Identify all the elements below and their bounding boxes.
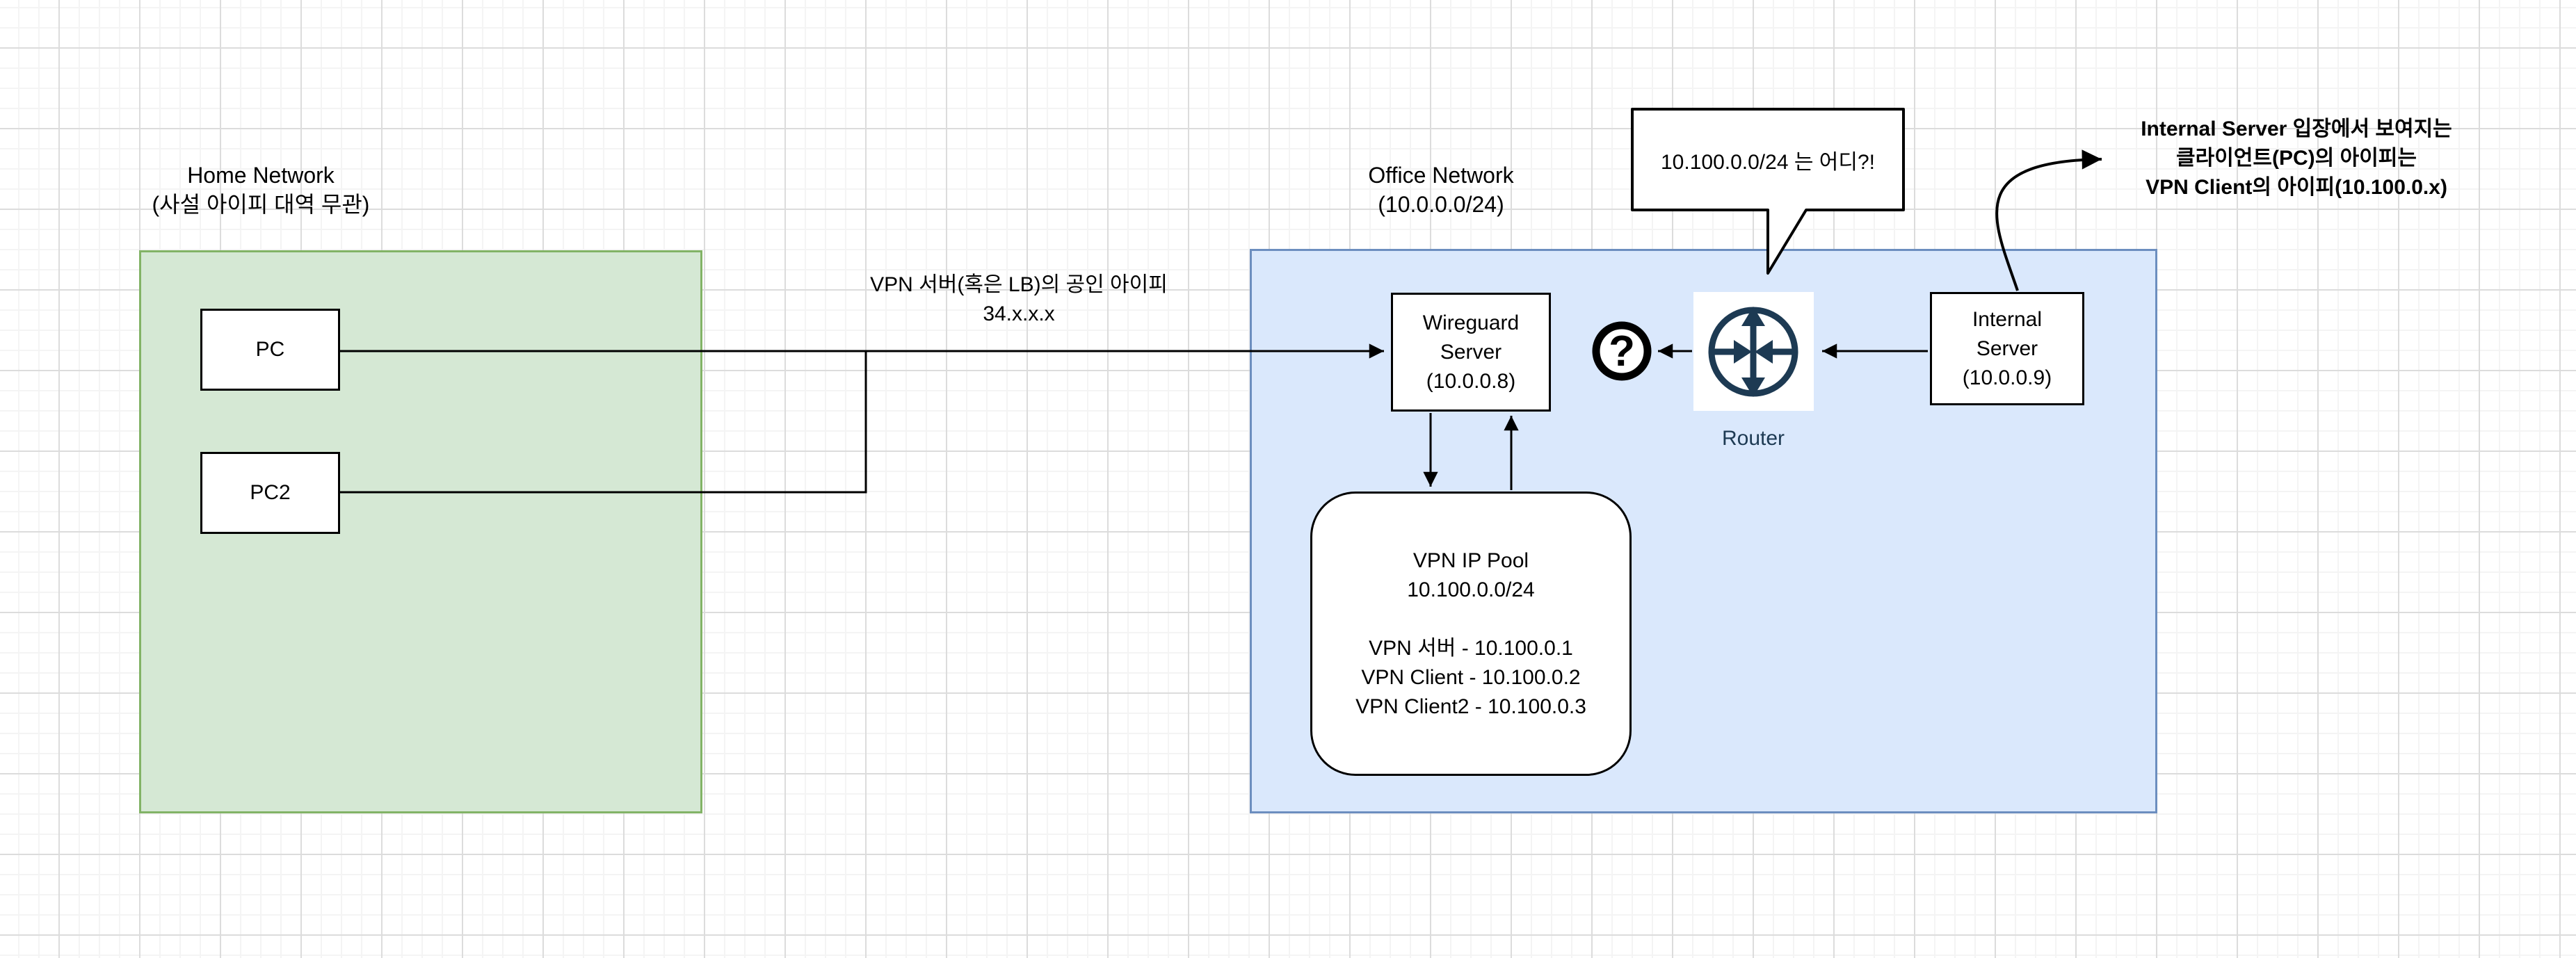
note-text-line2: 클라이언트(PC)의 아이피는 [2176,147,2417,170]
router-label-text: Router [1721,427,1785,450]
callout-text-line: 10.100.0.0/24 는 어디?! [1661,150,1875,174]
pool-line2: 10.100.0.0/24 [1407,578,1535,601]
note-text: Internal Server 입장에서 보여지는 클라이언트(PC)의 아이피… [2116,115,2477,202]
pool-line5: VPN Client - 10.100.0.2 [1361,665,1581,689]
office-network-title-line1: Office Network [1368,163,1514,188]
public-ip-label: VPN 서버(혹은 LB)의 공인 아이피 34.x.x.x [845,270,1193,329]
node-pc2-label: PC2 [250,481,291,504]
node-pc-label: PC [255,338,285,361]
office-network-title: Office Network (10.0.0.0/24) [1302,161,1580,219]
note-text-line1: Internal Server 입장에서 보여지는 [2141,117,2452,140]
node-wireguard-server: Wireguard Server (10.0.0.8) [1391,293,1551,412]
internal-label-line1: Internal [1972,307,2043,331]
public-ip-label-line2: 34.x.x.x [983,302,1055,325]
callout-text: 10.100.0.0/24 는 어디?! [1632,109,1903,210]
node-vpn-ip-pool: VPN IP Pool 10.100.0.0/24 VPN 서버 - 10.10… [1310,492,1632,776]
pool-line4: VPN 서버 - 10.100.0.1 [1369,636,1573,660]
wireguard-label-line1: Wireguard [1422,311,1520,334]
wireguard-label-line3: (10.0.0.8) [1426,369,1516,393]
node-router-box [1693,292,1814,411]
router-label: Router [1684,424,1823,453]
node-pc: PC [200,309,340,391]
internal-label-line3: (10.0.0.9) [1962,366,2052,389]
home-network-title-line1: Home Network [187,163,335,188]
home-network-title: Home Network (사설 아이피 대역 무관) [122,161,400,219]
public-ip-label-line1: VPN 서버(혹은 LB)의 공인 아이피 [870,273,1168,296]
office-network-title-line2: (10.0.0.0/24) [1378,192,1504,217]
pool-line6: VPN Client2 - 10.100.0.3 [1355,695,1586,718]
pool-line1: VPN IP Pool [1412,549,1529,572]
node-internal-server: Internal Server (10.0.0.9) [1930,292,2084,405]
internal-label-line2: Server [1976,336,2038,360]
wireguard-label-line2: Server [1440,340,1502,364]
note-text-line3: VPN Client의 아이피(10.100.0.x) [2146,176,2447,199]
home-network-title-line2: (사설 아이피 대역 무관) [152,192,370,217]
node-pc2: PC2 [200,452,340,534]
question-mark-text: ? [1609,327,1635,375]
question-mark-glyph: ? [1594,322,1650,380]
